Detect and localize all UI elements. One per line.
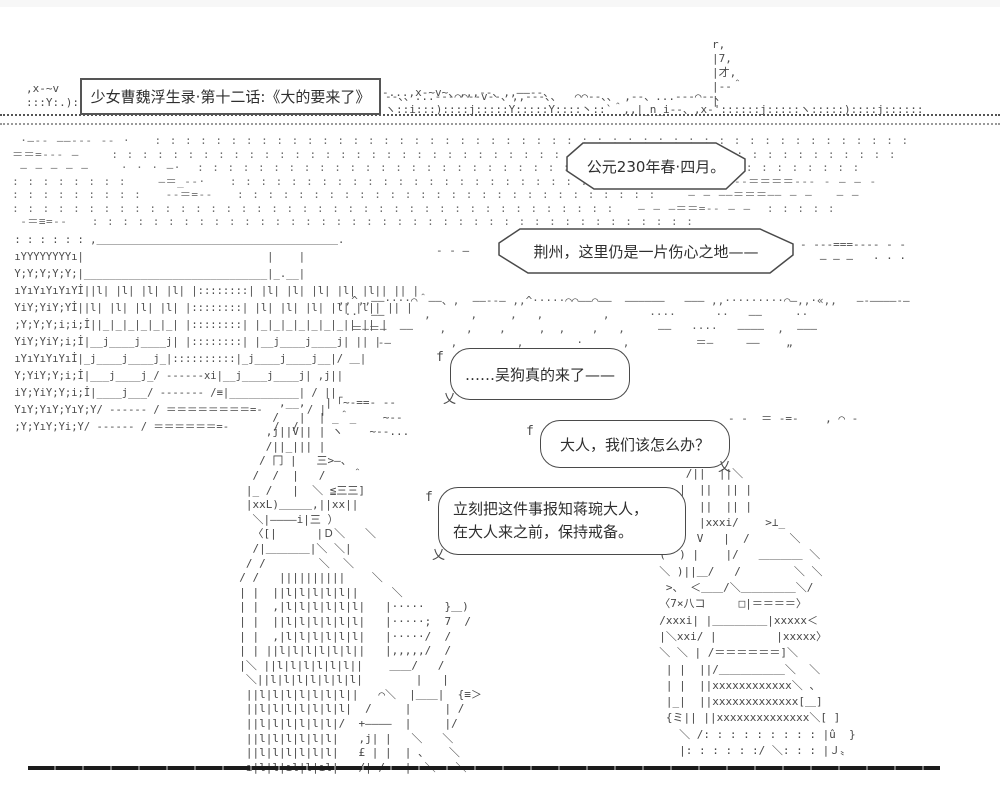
bubble-octagon-border xyxy=(566,142,746,190)
page-top-strip xyxy=(0,0,1000,7)
dash-deco-daren: - - ＝ -=- , ⌒ - xyxy=(728,412,859,425)
dash-deco-right-of-bubble: - ---===---- - - — — — · · · xyxy=(800,238,906,265)
order-text-line1: 立刻把这件事报知蒋琬大人， xyxy=(453,500,649,518)
sky-dots-ascii: ·—-- ——--- -- · : : : : : : : : : : : : … xyxy=(12,134,909,228)
bubble-tail-yi: 乂 xyxy=(443,392,457,407)
dotted-horizon-line xyxy=(0,114,1000,125)
bubble-tail-f: f xyxy=(526,424,534,439)
cloud-deco-right: -...,x-~v~、,,,--、,,——--、 xyxy=(382,86,555,99)
soldier-right-ascii: /|| ||＼ | || || | | || || | /| |xxxi/ >⊥… xyxy=(659,467,856,758)
narration-bubble-date: 公元230年春·四月。 xyxy=(566,142,746,190)
wugou-text: ……吴狗真的来了—— xyxy=(464,365,615,384)
speech-bubble-wugou: ……吴狗真的来了—— xyxy=(450,348,630,400)
building-ascii: : : : : : : ,＿＿＿＿＿＿＿＿＿＿＿＿＿＿＿＿＿＿＿＿＿＿＿. ıY… xyxy=(14,234,419,433)
title-box: 少女曹魏浮生录·第十二话:《大的要来了》 xyxy=(80,78,381,115)
cloud-deco-left: ,x-~v :::Y:.):: xyxy=(26,82,86,109)
bubble-tail-f: f xyxy=(425,490,433,505)
date-text: 公元230年春·四月。 xyxy=(586,157,726,176)
jingzhou-text: 荆州，这里仍是一片伤心之地—— xyxy=(533,242,759,261)
bubble-tail-yi: 乂 xyxy=(432,548,446,563)
speech-bubble-order: 立刻把这件事报知蒋琬大人， 在大人来之前，保持戒备。 xyxy=(438,487,686,555)
episode-title: 少女曹魏浮生录·第十二话:《大的要来了》 xyxy=(90,88,371,106)
cloud-line-ascii: --、、...---⌒⌒--v--、,,---、、 ⌒⌒--、、 ,--、...… xyxy=(385,90,924,116)
bubble-tail-yi: 乂 xyxy=(718,460,732,475)
tower-ascii: r, |7, |才, |--＾ | xyxy=(712,38,743,107)
daren-text: 大人，我们该怎么办？ xyxy=(559,435,710,454)
ground-line xyxy=(28,766,940,770)
order-text-line2: 在大人来之前，保持戒备。 xyxy=(453,523,634,541)
bubble-octagon-border xyxy=(498,228,794,274)
speech-bubble-daren: 大人，我们该怎么办？ xyxy=(540,420,730,468)
bubble-tail-f: f xyxy=(436,350,444,365)
hills-ascii: ,,^,,——····⌒＾——、, ——--— ,,^·····⌒⌒——⌒—— … xyxy=(338,294,910,349)
narration-bubble-jingzhou: 荆州，这里仍是一片伤心之地—— xyxy=(498,228,794,274)
soldier-left-ascii: ,__, |「~-==- -- / | | _＾_ ~-- ,j||V|| | … xyxy=(239,396,482,774)
dash-deco-left-of-bubble: - - — xyxy=(436,244,470,257)
